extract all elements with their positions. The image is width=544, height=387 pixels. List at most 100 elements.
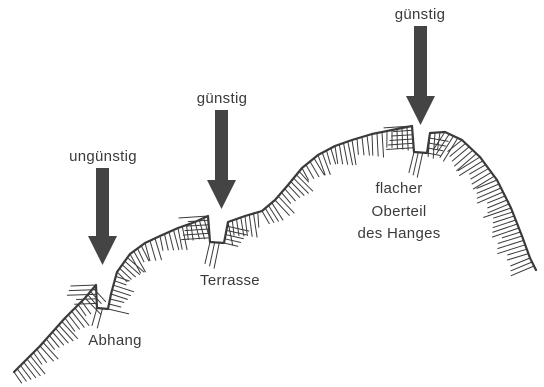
hatch-stroke bbox=[362, 137, 364, 155]
hatch-stroke bbox=[357, 139, 358, 155]
hatch-stroke bbox=[92, 308, 97, 326]
hatch-stroke bbox=[122, 265, 136, 277]
label-gunstig-oberteil: günstig bbox=[395, 6, 445, 23]
hatch-stroke bbox=[487, 200, 507, 208]
hatch-stroke bbox=[386, 148, 414, 150]
hatch-stroke bbox=[294, 178, 309, 193]
arrow-gunstig-terrasse bbox=[207, 110, 236, 209]
hatch-stroke bbox=[472, 172, 492, 184]
hatch-stroke bbox=[205, 242, 210, 264]
hatch-stroke bbox=[409, 152, 414, 173]
hatch-stroke bbox=[225, 239, 241, 243]
hatch-stroke bbox=[245, 216, 247, 236]
arrow-gunstig-oberteil bbox=[406, 26, 435, 125]
hatch-stroke bbox=[224, 243, 238, 246]
hatch-stroke bbox=[181, 238, 210, 240]
hatch-stroke bbox=[272, 203, 283, 221]
hatch-stroke bbox=[27, 359, 41, 376]
label-gunstig-terrasse: günstig bbox=[197, 90, 247, 107]
hatch-stroke bbox=[288, 185, 300, 198]
hatch-stroke bbox=[382, 132, 384, 158]
hatch-stroke bbox=[59, 325, 73, 341]
hatch-stroke bbox=[417, 153, 423, 178]
hatch-stroke bbox=[492, 224, 517, 232]
hatch-stroke bbox=[458, 157, 480, 171]
hatch-stroke bbox=[477, 188, 501, 198]
hatch-stroke bbox=[488, 204, 509, 213]
hatch-stroke bbox=[226, 235, 244, 239]
hatch-stroke bbox=[367, 136, 370, 156]
hatch-stroke bbox=[210, 242, 215, 266]
hatch-stroke bbox=[497, 245, 525, 254]
hatch-stroke bbox=[335, 146, 338, 164]
hatch-stroke bbox=[71, 285, 97, 286]
hatch-stroke bbox=[49, 336, 59, 348]
arrow-ungunstig bbox=[88, 168, 117, 265]
hatch-stroke bbox=[314, 158, 324, 175]
hatch-stroke bbox=[108, 309, 129, 314]
hatch-stroke bbox=[469, 165, 485, 175]
hatch-stroke bbox=[299, 171, 309, 182]
hatch-stroke bbox=[110, 299, 124, 303]
hatch-stroke bbox=[111, 294, 128, 300]
hatch-stroke bbox=[265, 208, 274, 223]
hatch-stroke bbox=[115, 281, 127, 285]
hatch-stroke bbox=[109, 304, 121, 307]
hatch-stroke bbox=[160, 236, 163, 251]
hatch-stroke bbox=[53, 332, 64, 345]
hatch-stroke bbox=[40, 346, 54, 361]
hatch-stroke bbox=[510, 258, 530, 266]
hatch-stroke bbox=[178, 228, 182, 250]
hatch-stroke bbox=[352, 140, 356, 165]
hatch-stroke bbox=[76, 299, 97, 300]
hatch-stroke bbox=[269, 206, 279, 222]
hatch-stroke bbox=[24, 362, 36, 378]
label-terrasse: Terrasse bbox=[200, 272, 260, 289]
hatch-stroke bbox=[249, 215, 252, 237]
hatch-stroke bbox=[258, 212, 259, 227]
hatch-stroke bbox=[169, 232, 174, 250]
hatch-stroke bbox=[492, 228, 519, 237]
hatch-stroke bbox=[413, 152, 418, 175]
label-flacher: flacher bbox=[375, 180, 422, 197]
hatch-stroke bbox=[155, 238, 162, 260]
hatch-stroke bbox=[291, 182, 305, 196]
hatch-stroke bbox=[344, 143, 348, 165]
hatch-stroke bbox=[498, 240, 524, 248]
hatch-stroke bbox=[393, 130, 412, 131]
hatch-stroke bbox=[165, 234, 169, 250]
hatch-stroke bbox=[56, 329, 69, 344]
hatch-stroke bbox=[275, 200, 290, 216]
hatch-stroke bbox=[228, 222, 233, 246]
hatch-stroke bbox=[339, 145, 342, 165]
hatch-stroke bbox=[214, 243, 219, 269]
hatch-stroke bbox=[391, 135, 413, 136]
hatch-stroke bbox=[174, 230, 179, 250]
hatch-stroke bbox=[150, 241, 156, 261]
hatch-stroke bbox=[254, 214, 258, 238]
hatch-stroke bbox=[187, 225, 189, 240]
hatch-stroke bbox=[511, 266, 534, 276]
hatch-stroke bbox=[428, 148, 443, 151]
hatch-stroke bbox=[493, 220, 516, 228]
label-oberteil: Oberteil bbox=[372, 203, 427, 220]
label-ungunstig: ungünstig bbox=[69, 148, 137, 165]
hatch-stroke bbox=[67, 294, 97, 295]
hatch-stroke bbox=[390, 139, 413, 141]
hatch-stroke bbox=[183, 233, 209, 235]
hatch-stroke bbox=[21, 366, 32, 380]
hatch-stroke bbox=[195, 222, 200, 239]
hatch-stroke bbox=[348, 142, 353, 166]
hatch-stroke bbox=[72, 311, 85, 327]
hatch-stroke bbox=[327, 151, 331, 165]
hatch-stroke bbox=[68, 315, 79, 330]
hatch-stroke bbox=[452, 147, 469, 162]
hatch-stroke bbox=[511, 262, 532, 271]
hatch-stroke bbox=[471, 169, 489, 180]
hatch-stroke bbox=[112, 290, 131, 296]
hatch-stroke bbox=[450, 143, 466, 156]
hatch-stroke bbox=[65, 318, 75, 331]
hatch-stroke bbox=[372, 134, 373, 156]
hatch-stroke bbox=[377, 133, 378, 157]
